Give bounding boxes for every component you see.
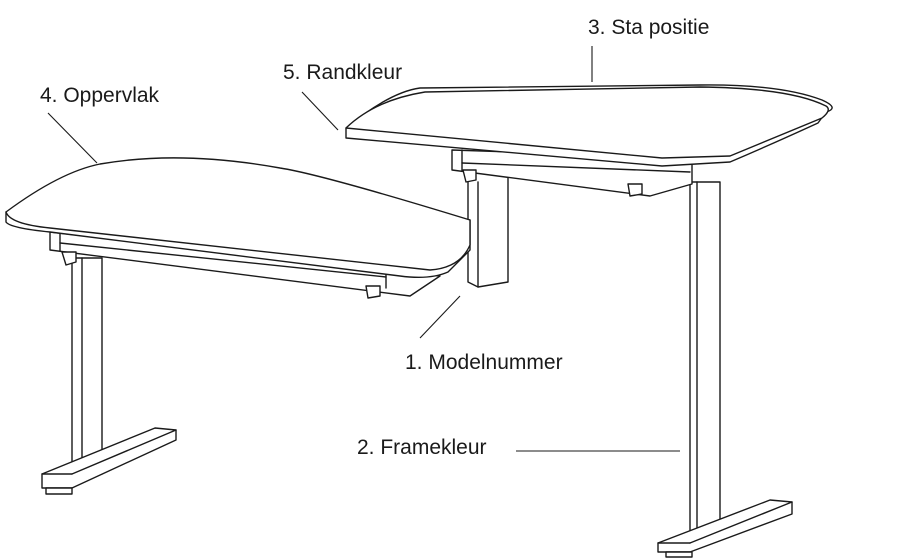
right-desk [345,84,833,558]
left-desk [5,157,471,495]
label-randkleur: 5. Randkleur [283,61,403,84]
label-oppervlak: 4. Oppervlak [40,84,160,107]
left-tabletop [5,157,471,271]
label-sta-positie: 3. Sta positie [588,16,710,39]
right-leg [689,181,721,536]
leader-randkleur [301,91,339,131]
left-leg [71,257,103,475]
leader-oppervlak [47,112,98,164]
label-modelnummer: 1. Modelnummer [405,351,563,374]
leader-modelnummer [419,295,461,339]
center-column [467,164,509,288]
label-framekleur: 2. Framekleur [357,436,487,459]
leader-lines [47,46,680,452]
right-foot [657,499,793,553]
right-tabletop [345,86,829,159]
